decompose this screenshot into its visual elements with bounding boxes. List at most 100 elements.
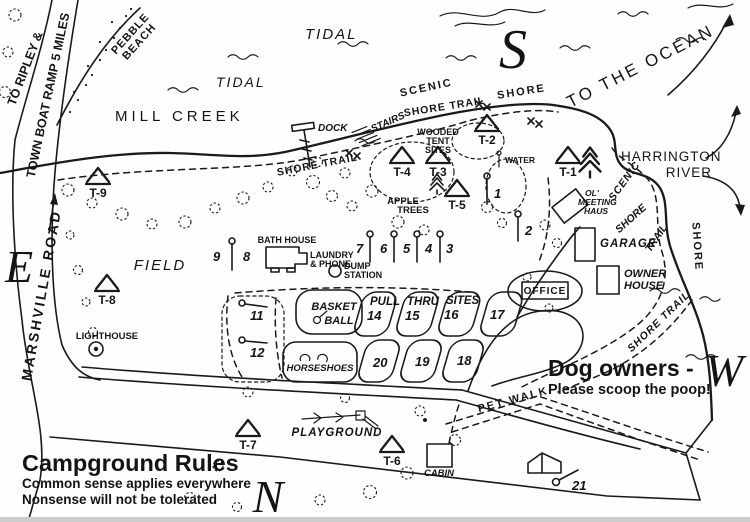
- x-marker-icon: [535, 120, 543, 128]
- tent-label: T-8: [98, 293, 116, 307]
- shore-trail-label-dock: SHORE TRAIL: [276, 151, 359, 178]
- wave-icon: [649, 288, 681, 294]
- svg-text:TO THE OCEAN: TO THE OCEAN: [564, 21, 718, 112]
- bush-icon: [496, 217, 508, 229]
- site-post: [436, 230, 444, 263]
- marshville-road-label: MARSHVILLE ROAD: [18, 208, 64, 382]
- sites-11-12-outline: [221, 295, 285, 383]
- site-post: [366, 230, 374, 263]
- amenity-icons: [299, 310, 379, 430]
- pull-thru-site-outline: [438, 291, 481, 337]
- wooded-label-1: WOODED: [417, 127, 459, 137]
- compass-west: W: [705, 345, 747, 396]
- tent-label: T-2: [478, 133, 496, 147]
- site-18-number: 18: [457, 353, 472, 368]
- bush-icon: [551, 237, 563, 249]
- svg-text:PET WALK: PET WALK: [476, 385, 549, 415]
- tent-t9: T-9: [84, 166, 112, 200]
- dock-label: DOCK: [318, 123, 348, 134]
- buildings: DOCK BATH HOUSE LAUNDRY & PHONE DUMP STA…: [76, 121, 666, 479]
- site-14-number: 14: [367, 308, 382, 323]
- basketball-label-1: BASKET: [311, 301, 358, 313]
- bush-icon: [146, 218, 158, 230]
- bush-icon: [209, 202, 221, 214]
- tent-label: T-7: [239, 438, 257, 452]
- site-post: [390, 230, 398, 263]
- site-17-number: 17: [490, 307, 505, 322]
- site-15-number: 15: [405, 308, 420, 323]
- site-8-9: 9 8: [213, 237, 251, 271]
- mill-creek-label: MILL CREEK: [115, 108, 244, 125]
- wave-icon: [445, 55, 477, 61]
- bath-house-foot: [270, 267, 280, 273]
- entrance-road-top: [81, 366, 463, 391]
- stairs-label: STAIRS: [369, 110, 407, 135]
- bush-icon: [212, 460, 224, 472]
- site-outline: [400, 339, 442, 383]
- bush-icon: [365, 184, 379, 198]
- pine-tree-icon: [429, 173, 445, 195]
- bush-icon: [61, 183, 75, 197]
- site-5-number: 5: [403, 241, 411, 256]
- meeting-haus-label-2: MEETING: [578, 197, 617, 207]
- tent-label: T-1: [559, 165, 577, 179]
- wave-icon: [227, 54, 259, 60]
- office-oval: [507, 270, 583, 312]
- tent-label: T-4: [393, 165, 411, 179]
- dock-post: [299, 129, 313, 168]
- compass-east: E: [4, 241, 33, 292]
- wave-icon: [685, 354, 717, 360]
- tent-label: T-3: [429, 165, 447, 179]
- basketball-hoop-icon: [312, 310, 328, 325]
- site-4-number: 4: [424, 241, 433, 256]
- horseshoe-icon: [317, 353, 328, 363]
- bush-icon: [312, 156, 324, 168]
- bush-icon: [72, 264, 84, 276]
- svg-text:SHORE: SHORE: [613, 201, 650, 236]
- meeting-haus-building: [551, 188, 589, 224]
- bush-icon: [87, 326, 99, 338]
- river-arrow-down-head: [735, 204, 745, 216]
- harrington-river-label-1: HARRINGTON: [621, 149, 722, 164]
- water-label: WATER: [505, 155, 535, 165]
- trail-markers: [345, 100, 543, 160]
- dump-station-label-2: STATION: [344, 270, 382, 280]
- bush-icon: [81, 297, 91, 307]
- rules-line-2: Nonsense will not be tolerated: [22, 492, 217, 507]
- site-outline: [442, 339, 484, 383]
- tent-t4: T-4: [388, 145, 416, 179]
- bush-icon: [236, 191, 250, 205]
- site-9-number: 9: [213, 249, 221, 264]
- diagonal-road-lower: [455, 399, 641, 450]
- x-marker-icon: [353, 152, 361, 160]
- bush-icon: [539, 219, 551, 231]
- svg-text:STAIRS: STAIRS: [369, 110, 407, 135]
- shore-trail-dashed: [57, 109, 559, 181]
- bush-icon: [2, 46, 14, 58]
- site-post: [413, 230, 421, 263]
- site-6-number: 6: [380, 241, 388, 256]
- office-label: OFFICE: [524, 286, 567, 297]
- garage-building: [574, 227, 596, 262]
- dump-station-label-1: DUMP: [344, 261, 371, 271]
- tent-icon: [473, 113, 501, 133]
- x-marker-icon: [475, 100, 483, 108]
- stairs-icon: [351, 125, 381, 147]
- tent-icon: [554, 145, 582, 165]
- bush-icon: [544, 303, 554, 313]
- tent-t6: T-6: [378, 434, 406, 468]
- dog-owners-note: Dog owners - Please scoop the poop!: [548, 355, 711, 398]
- creek-shoreline: [0, 102, 714, 422]
- bush-icon: [231, 501, 243, 513]
- marshville-arrow-head: [50, 193, 58, 205]
- tent-icon: [93, 273, 121, 293]
- shore-right-label: SHORE: [689, 222, 704, 272]
- scenic-trail-label-top: SCENIC: [399, 77, 454, 100]
- river-arrow-up: [705, 111, 737, 159]
- cabin-path-dashed: [448, 401, 461, 444]
- office-loop-road: [467, 309, 584, 392]
- pet-walk-line-1: [445, 395, 709, 453]
- bush-icon: [65, 230, 75, 240]
- compass-south: S: [499, 19, 527, 81]
- wave-icon: [675, 37, 707, 43]
